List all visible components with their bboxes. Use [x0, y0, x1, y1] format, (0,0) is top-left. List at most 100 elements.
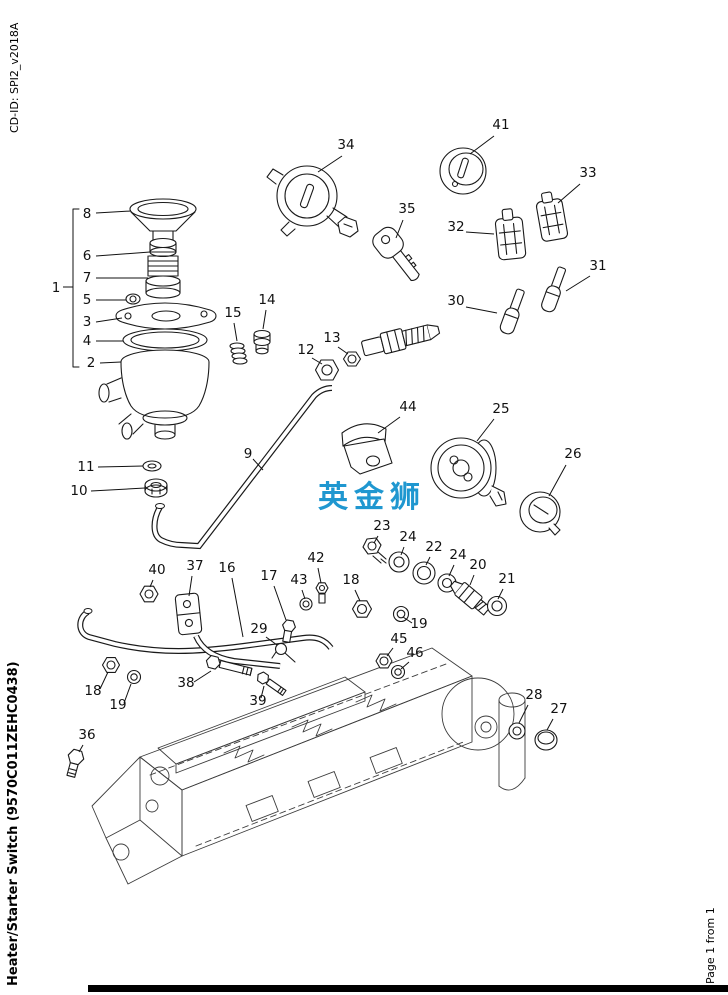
leader-line-18 [354, 589, 361, 602]
part-callout-15[interactable]: 15 [224, 305, 241, 321]
part-callout-25[interactable]: 25 [492, 401, 509, 417]
part-callout-35[interactable]: 35 [398, 201, 415, 217]
part-callout-28[interactable]: 28 [525, 687, 542, 703]
part-36-bolt [66, 748, 85, 778]
part-11-washer [142, 460, 162, 472]
part-callout-45[interactable]: 45 [390, 631, 407, 647]
leader-line-40 [149, 579, 154, 588]
part-callout-27[interactable]: 27 [550, 701, 567, 717]
leader-line-18 [99, 671, 109, 690]
part-7-thread-stack [145, 255, 181, 299]
part-callout-10[interactable]: 10 [70, 483, 87, 499]
leader-line-44 [377, 416, 401, 434]
part-callout-13[interactable]: 13 [323, 330, 340, 346]
part-callout-11[interactable]: 11 [77, 459, 94, 475]
part-callout-6[interactable]: 6 [83, 248, 92, 264]
part-3-top-plate [115, 302, 217, 330]
part-callout-18[interactable]: 18 [342, 572, 359, 588]
part-callout-14[interactable]: 14 [258, 292, 275, 308]
part-32-connector-boot [494, 208, 527, 261]
part-callout-4[interactable]: 4 [83, 333, 92, 349]
part-callout-30[interactable]: 30 [447, 293, 464, 309]
part-30-terminal [499, 288, 525, 335]
part-callout-18[interactable]: 18 [84, 683, 101, 699]
part-callout-46[interactable]: 46 [406, 645, 423, 661]
part-16-pipe [77, 608, 334, 654]
part-callout-24[interactable]: 24 [399, 529, 416, 545]
leader-line-13 [337, 346, 349, 355]
part-callout-26[interactable]: 26 [564, 446, 581, 462]
document-title: Heater/Starter Switch (9570C011ZEHC0438) [6, 661, 21, 986]
part-callout-1[interactable]: 1 [52, 280, 61, 296]
part-callout-22[interactable]: 22 [425, 539, 442, 555]
leader-line-9 [252, 458, 264, 471]
part-callout-21[interactable]: 21 [498, 571, 515, 587]
part-callout-37[interactable]: 37 [186, 558, 203, 574]
part-26-cap [519, 491, 561, 536]
part-callout-5[interactable]: 5 [83, 292, 92, 308]
part-callout-19[interactable]: 19 [109, 697, 126, 713]
part-13-nut [342, 351, 362, 367]
leader-line-29 [265, 636, 278, 646]
part-callout-34[interactable]: 34 [337, 137, 354, 153]
part-callout-16[interactable]: 16 [218, 560, 235, 576]
part-callout-42[interactable]: 42 [307, 550, 324, 566]
leader-line-41 [469, 135, 495, 155]
leader-line-45 [386, 647, 394, 657]
leader-line-10 [90, 487, 146, 492]
part-callout-41[interactable]: 41 [492, 117, 509, 133]
part-callout-12[interactable]: 12 [297, 342, 314, 358]
part-43-washer [299, 597, 313, 611]
part-callout-23[interactable]: 23 [373, 518, 390, 534]
part-callout-31[interactable]: 31 [589, 258, 606, 274]
part-18-nut-b [101, 657, 121, 673]
part-callout-3[interactable]: 3 [83, 314, 92, 330]
part-callout-17[interactable]: 17 [260, 568, 277, 584]
leader-line-24 [400, 546, 405, 556]
leader-line-28 [518, 704, 529, 724]
leader-line-38 [193, 670, 212, 683]
part-callout-44[interactable]: 44 [399, 399, 416, 415]
part-callout-29[interactable]: 29 [250, 621, 267, 637]
part-8-funnel [129, 198, 197, 232]
part-callout-20[interactable]: 20 [469, 557, 486, 573]
part-callout-7[interactable]: 7 [83, 270, 92, 286]
part-callout-9[interactable]: 9 [244, 446, 253, 462]
part-callout-8[interactable]: 8 [83, 206, 92, 222]
leader-line-25 [476, 418, 495, 442]
part-20-union [450, 580, 491, 616]
part-callout-43[interactable]: 43 [290, 572, 307, 588]
part-callout-40[interactable]: 40 [148, 562, 165, 578]
part-callout-2[interactable]: 2 [87, 355, 96, 371]
part-15-spring [229, 342, 248, 365]
part-union-fitting [361, 324, 441, 357]
part-callout-36[interactable]: 36 [78, 727, 95, 743]
leader-line-12 [311, 357, 323, 365]
part-17-pipe-branch [193, 634, 281, 669]
part-22-seal-washer [412, 561, 436, 585]
leader-line-34 [317, 155, 343, 173]
part-2-housing-body [98, 349, 210, 440]
leader-line-23 [373, 535, 379, 544]
part-42-screw [315, 582, 329, 604]
part-5-screw [125, 293, 141, 305]
part-callout-24[interactable]: 24 [449, 547, 466, 563]
leader-line-6 [95, 251, 151, 257]
part-callout-32[interactable]: 32 [447, 219, 464, 235]
part-44-bracket [341, 423, 393, 475]
leader-line-16 [231, 577, 244, 638]
leader-line-30 [465, 306, 498, 314]
part-callout-19[interactable]: 19 [410, 616, 427, 632]
leader-line-19 [123, 683, 132, 704]
part-callout-33[interactable]: 33 [579, 165, 596, 181]
leader-line-36 [78, 744, 84, 753]
leader-line-14 [262, 309, 267, 330]
part-callout-38[interactable]: 38 [177, 675, 194, 691]
part-14-adapter [253, 329, 271, 355]
leader-line-11 [97, 465, 144, 468]
part-41-blanking-disc [439, 147, 487, 195]
part-callout-39[interactable]: 39 [249, 693, 266, 709]
